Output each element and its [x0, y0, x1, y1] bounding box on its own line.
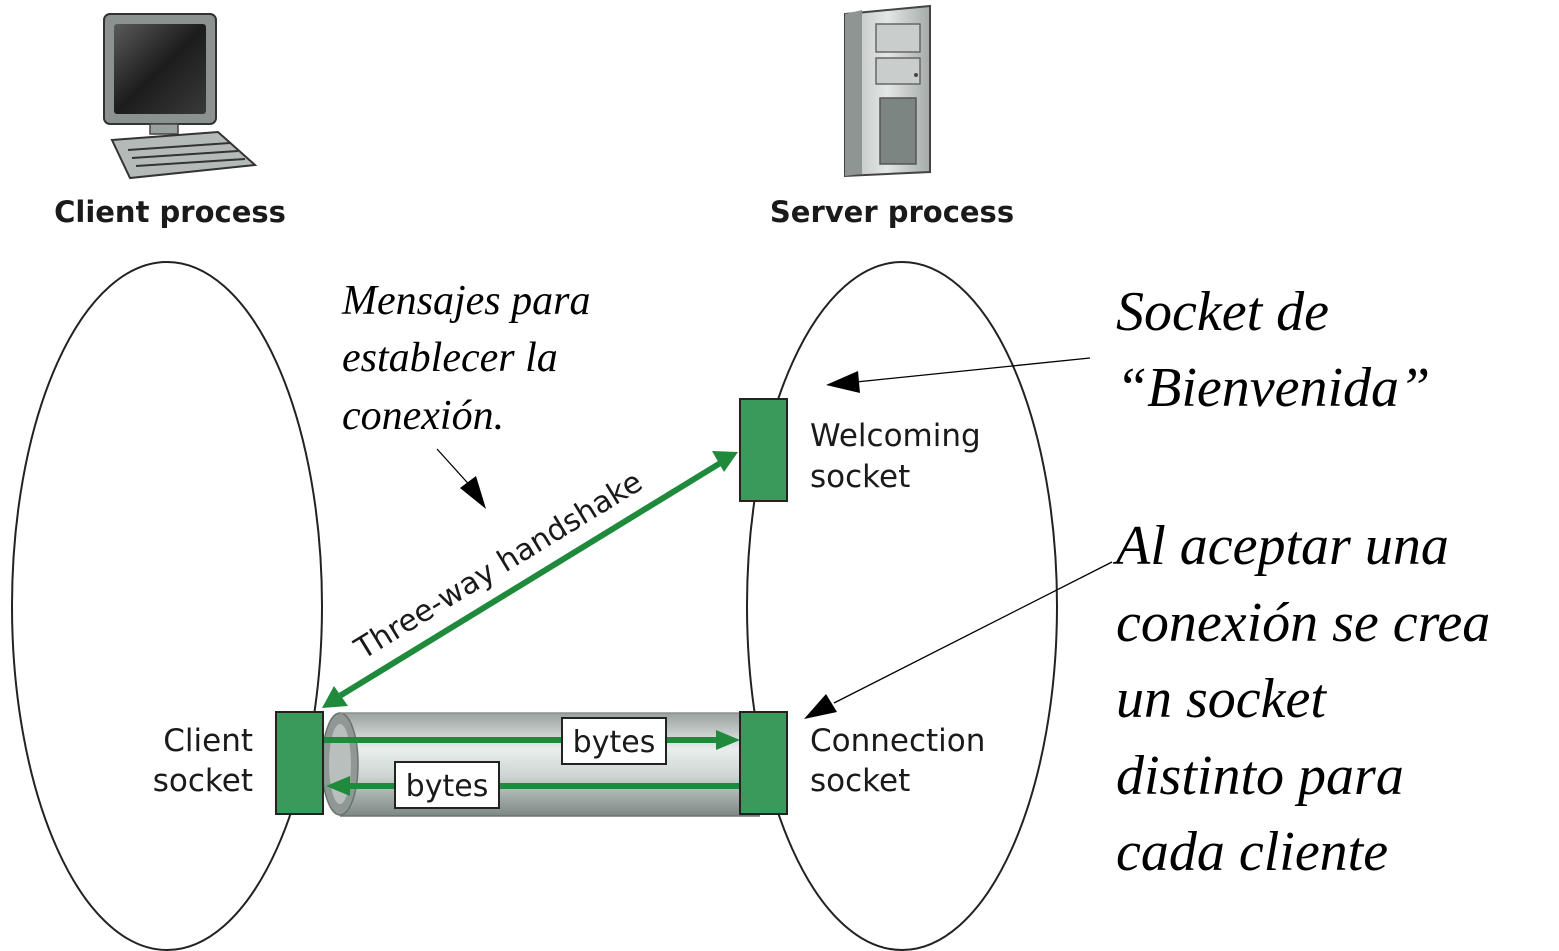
svg-text:un socket: un socket	[1116, 668, 1327, 730]
svg-text:establecer la: establecer la	[342, 335, 558, 381]
svg-text:Socket de: Socket de	[1116, 281, 1329, 343]
bytes-box-top: bytes	[561, 717, 667, 765]
bytes-box-bottom: bytes	[394, 761, 500, 809]
bytes-arrowhead-right	[716, 730, 740, 750]
annotation-aceptar: Al aceptar una conexión se crea un socke…	[1112, 515, 1490, 883]
tcp-connection-pipe	[321, 712, 760, 817]
bytes-arrowhead-left	[326, 776, 350, 796]
svg-text:Al aceptar una: Al aceptar una	[1112, 515, 1449, 577]
connection-socket-label: Connection socket	[810, 723, 985, 799]
svg-text:Mensajes para: Mensajes para	[341, 278, 590, 324]
connection-socket	[739, 711, 788, 815]
svg-text:socket: socket	[153, 763, 253, 799]
mensajes-pointer-arrowhead	[460, 476, 486, 509]
bienvenida-pointer-line	[855, 357, 1091, 383]
svg-text:Welcoming: Welcoming	[810, 418, 981, 454]
client-socket-label: Client socket	[153, 723, 253, 799]
svg-text:conexión se crea: conexión se crea	[1116, 592, 1490, 654]
server-process-label: Server process	[770, 195, 1014, 229]
client-process-ellipse	[11, 261, 323, 951]
handshake-arrowhead-server	[712, 451, 738, 472]
svg-text:bytes: bytes	[406, 769, 489, 804]
svg-text:conexión.: conexión.	[342, 393, 504, 439]
svg-text:socket: socket	[810, 763, 910, 799]
svg-text:Connection: Connection	[810, 723, 985, 759]
svg-text:Client: Client	[163, 723, 253, 759]
client-computer-icon	[103, 13, 258, 180]
handshake-arrow	[336, 459, 724, 700]
aceptar-pointer-arrowhead	[804, 694, 837, 719]
svg-text:distinto para: distinto para	[1116, 745, 1404, 807]
annotation-bienvenida: Socket de “Bienvenida”	[1116, 281, 1430, 419]
server-tower-icon	[844, 4, 931, 178]
svg-text:“Bienvenida”: “Bienvenida”	[1116, 357, 1430, 419]
svg-text:bytes: bytes	[573, 725, 656, 760]
annotation-mensajes: Mensajes para establecer la conexión.	[341, 278, 590, 439]
welcoming-socket	[739, 398, 788, 502]
welcoming-socket-label: Welcoming socket	[810, 418, 981, 495]
handshake-arrowhead-client	[322, 686, 348, 708]
server-process-ellipse	[746, 261, 1058, 951]
handshake-label: Three-way handshake	[348, 464, 649, 667]
svg-text:socket: socket	[810, 459, 910, 495]
aceptar-pointer-line	[833, 561, 1113, 704]
client-process-label: Client process	[54, 195, 286, 229]
client-socket	[275, 711, 324, 815]
bienvenida-pointer-arrowhead	[826, 371, 860, 393]
svg-text:cada cliente: cada cliente	[1116, 821, 1388, 883]
